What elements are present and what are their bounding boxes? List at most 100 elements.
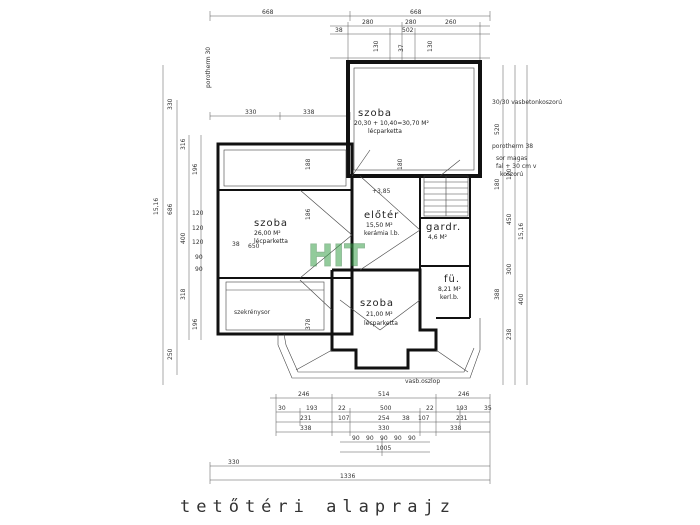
room-area: 20,30 + 10,40=30,70 M² bbox=[354, 120, 429, 127]
dim-514: 514 bbox=[378, 391, 390, 398]
dim-330-left: 330 bbox=[167, 98, 174, 110]
dim-90-2: 90 bbox=[366, 435, 374, 442]
room-szoba-bottom: szoba 21,00 M² lécparketta bbox=[360, 298, 398, 327]
dim-316-left: 316 bbox=[180, 138, 187, 150]
room-area: 26,00 M² bbox=[254, 230, 281, 237]
room-gardrob: gardr. 4,6 M² bbox=[426, 222, 461, 241]
dim-254: 254 bbox=[378, 415, 390, 422]
dim-502: 502 bbox=[402, 27, 414, 34]
dim-400-right: 400 bbox=[518, 293, 525, 305]
dim-330-c: 330 bbox=[228, 459, 240, 466]
dim-686-left: 686 bbox=[167, 203, 174, 215]
dim-231-a: 231 bbox=[300, 415, 312, 422]
room-area: 8,21 M² bbox=[438, 286, 461, 293]
room-name: szoba bbox=[254, 218, 288, 229]
vasbetonoszlop-label: vasb.oszlop bbox=[405, 378, 440, 385]
room-name: szoba bbox=[358, 108, 392, 119]
dim-500: 500 bbox=[380, 405, 392, 412]
dim-107-a: 107 bbox=[338, 415, 350, 422]
right-dimensions: 520 450 15,16 300 388 400 238 180 120 30… bbox=[492, 65, 562, 385]
dim-338-a: 338 bbox=[300, 425, 312, 432]
dim-193-a: 193 bbox=[306, 405, 318, 412]
dim-120-b: 120 bbox=[192, 225, 204, 232]
dim-15-16-left: 15,16 bbox=[153, 198, 160, 215]
room-name: gardr. bbox=[426, 222, 461, 233]
watermark-text: HIT bbox=[308, 239, 365, 274]
hit-watermark: HIT bbox=[308, 239, 366, 275]
room-eloter: előtér 15,50 M² kerámia l.b. bbox=[364, 209, 400, 237]
dim-193-b: 193 bbox=[456, 405, 468, 412]
porotherm-38-label: porotherm 38 bbox=[492, 143, 533, 150]
room-floor: lécparketta bbox=[368, 128, 402, 135]
dim-1005: 1005 bbox=[376, 445, 391, 452]
dim-378: 378 bbox=[305, 318, 312, 330]
room-floor: lécparketta bbox=[364, 320, 398, 327]
dim-180-inner: 180 bbox=[397, 158, 404, 170]
dim-338-top: 338 bbox=[303, 109, 315, 116]
dim-90-4: 90 bbox=[394, 435, 402, 442]
vasbetonkoszoru-label: 30/30 vasbetonkoszorú bbox=[492, 99, 562, 106]
dim-90-a: 90 bbox=[195, 254, 203, 261]
dim-330-top: 330 bbox=[245, 109, 257, 116]
room-area: 21,00 M² bbox=[366, 311, 393, 318]
dim-107-b: 107 bbox=[418, 415, 430, 422]
dim-196-a: 196 bbox=[192, 163, 199, 175]
bottom-dimensions: 246 514 246 30 193 22 500 22 193 35 231 … bbox=[209, 391, 492, 484]
dim-38-bottom: 38 bbox=[402, 415, 410, 422]
staircase bbox=[423, 175, 469, 217]
dim-90-1: 90 bbox=[352, 435, 360, 442]
left-dimensions: 15,16 330 686 250 316 400 318 196 196 12… bbox=[153, 47, 212, 385]
porotherm-30-label: porotherm 30 bbox=[205, 47, 212, 88]
dim-450-right: 450 bbox=[506, 213, 513, 225]
room-name: szoba bbox=[360, 298, 394, 309]
dim-231-b: 231 bbox=[456, 415, 468, 422]
inner-dimensions: 650 188 186 38 180 378 bbox=[232, 158, 404, 330]
room-floor: kerámia l.b. bbox=[364, 230, 400, 237]
dim-668-right: 668 bbox=[410, 9, 422, 16]
room-area: 15,50 M² bbox=[366, 222, 393, 229]
dim-400-left: 400 bbox=[180, 232, 187, 244]
dim-22-a: 22 bbox=[338, 405, 346, 412]
dim-238-right: 238 bbox=[506, 328, 513, 340]
dim-650: 650 bbox=[248, 243, 260, 250]
room-szoba-top: szoba 20,30 + 10,40=30,70 M² lécparketta bbox=[354, 108, 429, 135]
dim-280-b: 280 bbox=[405, 19, 417, 26]
dim-90-5: 90 bbox=[408, 435, 416, 442]
room-szoba-left: szoba 26,00 M² lécparketta bbox=[254, 218, 288, 245]
fal-note-label: fal + 30 cm v bbox=[496, 163, 537, 170]
dim-338-b: 338 bbox=[450, 425, 462, 432]
dim-15-16-right: 15,16 bbox=[518, 223, 525, 240]
dim-35: 35 bbox=[484, 405, 492, 412]
dim-38-inner: 38 bbox=[232, 241, 240, 248]
dim-22-b: 22 bbox=[426, 405, 434, 412]
level-label: +3,85 bbox=[372, 188, 391, 195]
dim-38-top: 38 bbox=[335, 27, 343, 34]
plan-title: tetőtéri alaprajz bbox=[180, 497, 456, 517]
dim-30: 30 bbox=[278, 405, 286, 412]
room-name: fü. bbox=[444, 274, 460, 285]
dim-280-a: 280 bbox=[362, 19, 374, 26]
dim-130-b: 130 bbox=[427, 40, 434, 52]
dim-246-a: 246 bbox=[298, 391, 310, 398]
dim-388-right: 388 bbox=[494, 288, 501, 300]
dim-120-c: 120 bbox=[192, 239, 204, 246]
sor-magas-label: sor magas bbox=[496, 155, 527, 162]
dim-196-b: 196 bbox=[192, 318, 199, 330]
dim-250-left: 250 bbox=[167, 348, 174, 360]
room-furdo: fü. 8,21 M² kerl.b. bbox=[438, 274, 461, 301]
dim-318-left: 318 bbox=[180, 288, 187, 300]
szekrenysor-label: szekrénysor bbox=[234, 309, 271, 316]
dim-520-right: 520 bbox=[494, 123, 501, 135]
room-floor: lécparketta bbox=[254, 238, 288, 245]
dim-37: 37 bbox=[398, 44, 405, 52]
dim-330-b: 330 bbox=[378, 425, 390, 432]
top-dimensions: 668 668 280 280 260 38 130 37 130 502 33… bbox=[209, 9, 491, 120]
dim-130-a: 130 bbox=[373, 40, 380, 52]
koszoru-label: koszorú bbox=[500, 171, 523, 178]
dim-180-right: 180 bbox=[494, 178, 501, 190]
dim-186: 186 bbox=[305, 208, 312, 220]
dim-260: 260 bbox=[445, 19, 457, 26]
walls bbox=[216, 60, 482, 379]
dim-120-a: 120 bbox=[192, 210, 204, 217]
